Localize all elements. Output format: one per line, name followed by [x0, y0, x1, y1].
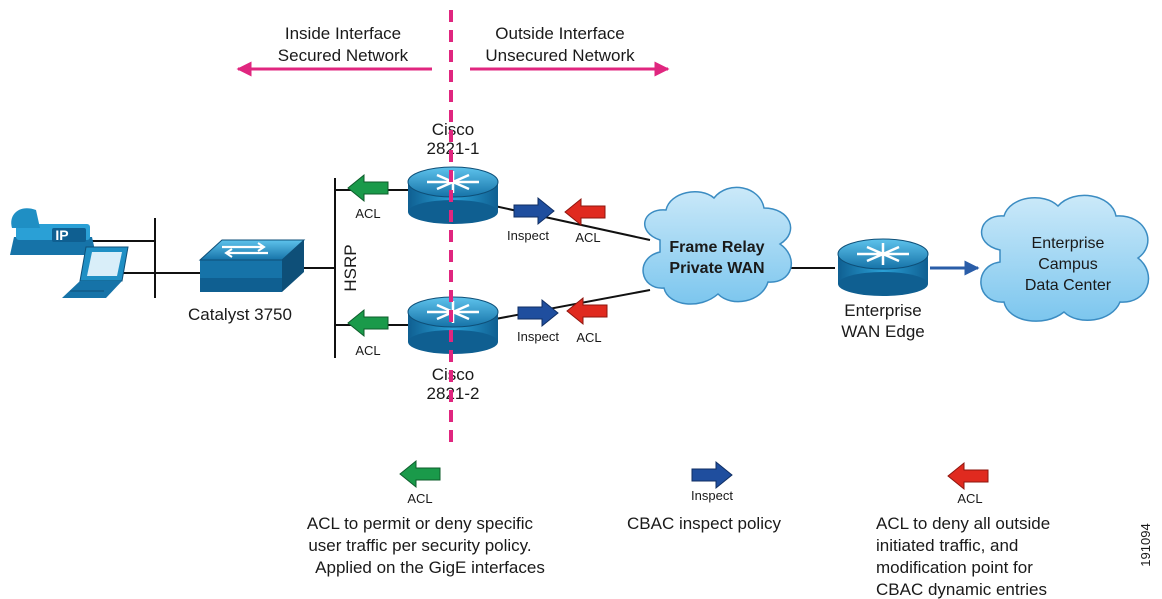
legend-acl-in-desc-line2: user traffic per security policy. [308, 536, 531, 555]
switch-label: Catalyst 3750 [188, 305, 292, 324]
legend-acl-out-desc-line4: CBAC dynamic entries [876, 580, 1047, 599]
acl-in-arrow-bottom [347, 308, 389, 338]
switch-icon [198, 239, 306, 292]
acl-in-label-top: ACL [355, 206, 380, 221]
router-2821-2-icon [406, 295, 500, 356]
router1-label-line2: 2821-1 [427, 139, 480, 158]
campus-label-line1: Enterprise [1032, 235, 1105, 252]
legend-inspect-desc: CBAC inspect policy [627, 514, 782, 533]
legend-inspect-arrow [691, 460, 733, 490]
legend-acl-out: ACL ACL to deny all outside initiated tr… [876, 461, 1050, 599]
inside-zone-subtitle: Secured Network [278, 46, 409, 65]
router1-label-line1: Cisco [432, 120, 475, 139]
campus-label-line3: Data Center [1025, 277, 1112, 294]
edge-label-line2: WAN Edge [841, 322, 924, 341]
legend-acl-in-arrow [399, 459, 441, 489]
acl-in-arrow-top [347, 173, 389, 203]
legend-inspect: Inspect CBAC inspect policy [627, 460, 782, 533]
laptop-icon [62, 246, 129, 298]
legend-acl-out-arrow [947, 461, 989, 491]
acl-out-label-top: ACL [575, 230, 600, 245]
edge-label-line1: Enterprise [844, 301, 921, 320]
acl-out-arrow-top [564, 197, 606, 227]
acl-in-label-bottom: ACL [355, 343, 380, 358]
acl-out-arrow-bottom [566, 296, 608, 326]
ip-phone-label: IP [55, 227, 68, 243]
legend-acl-out-label: ACL [957, 491, 982, 506]
ip-phone-icon [10, 208, 96, 255]
figure-id: 191094 [1138, 523, 1153, 566]
acl-out-label-bottom: ACL [576, 330, 601, 345]
legend-acl-out-desc-line1: ACL to deny all outside [876, 514, 1050, 533]
inside-zone-title: Inside Interface [285, 24, 401, 43]
legend-acl-in: ACL ACL to permit or deny specific user … [307, 459, 545, 577]
inspect-arrow-top [513, 196, 555, 226]
outside-zone-title: Outside Interface [495, 24, 624, 43]
inspect-arrow-bottom [517, 298, 559, 328]
outside-zone-subtitle: Unsecured Network [485, 46, 635, 65]
legend-acl-out-desc-line2: initiated traffic, and [876, 536, 1018, 555]
campus-label-line2: Campus [1038, 256, 1098, 273]
inspect-label-bottom: Inspect [517, 329, 559, 344]
wan-label-line2: Private WAN [669, 260, 764, 277]
legend-acl-in-label: ACL [407, 491, 432, 506]
wan-label-line1: Frame Relay [669, 239, 764, 256]
frame-relay-cloud-icon [642, 186, 792, 305]
legend-acl-in-desc-line3: Applied on the GigE interfaces [315, 558, 545, 577]
legend-acl-in-desc-line1: ACL to permit or deny specific [307, 514, 534, 533]
wan-edge-router-icon [836, 237, 930, 298]
legend-acl-out-desc-line3: modification point for [876, 558, 1033, 577]
legend-inspect-label: Inspect [691, 488, 733, 503]
hsrp-label: HSRP [341, 244, 360, 291]
inspect-label-top: Inspect [507, 228, 549, 243]
campus-cloud-icon [980, 194, 1150, 322]
